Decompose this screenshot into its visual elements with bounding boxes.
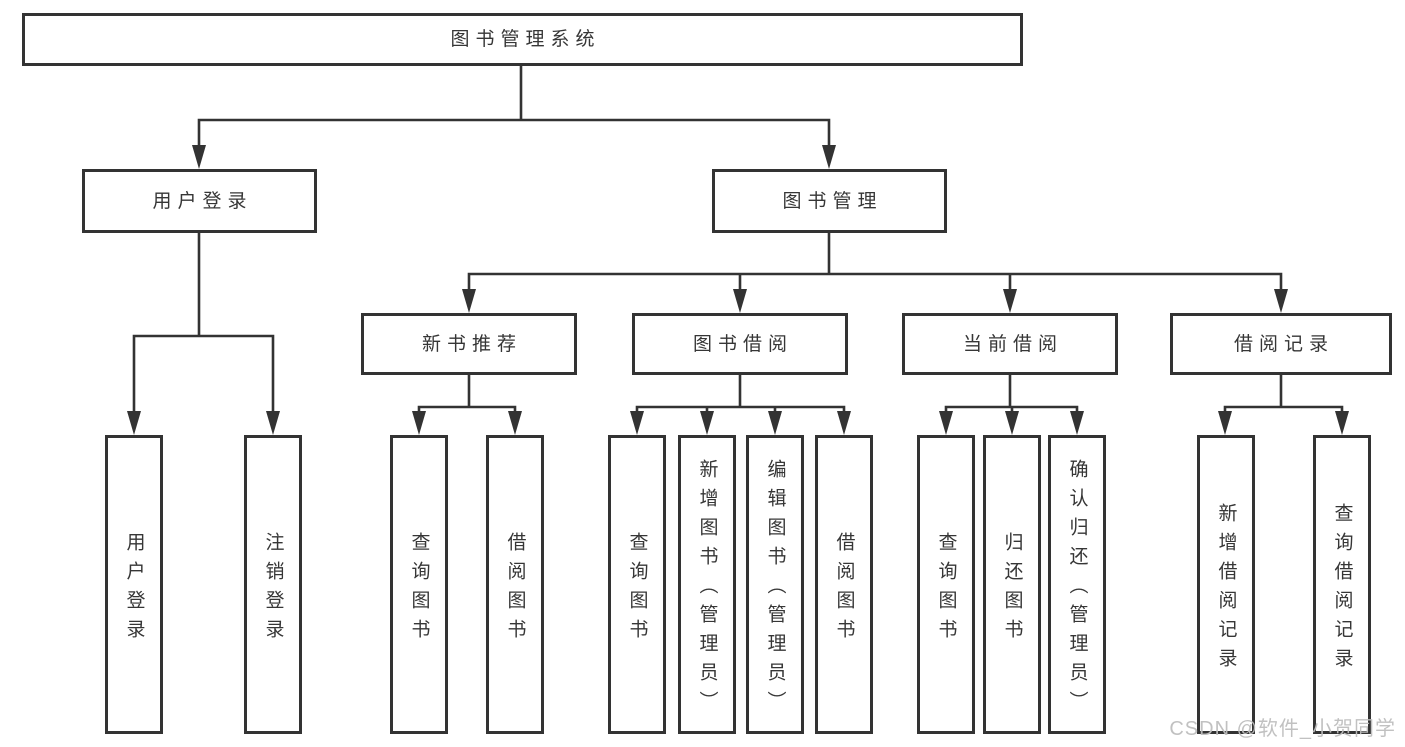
node-leaf-query-books-recommend: 查询图书 — [390, 435, 448, 734]
node-leaf-query-books-borrow: 查询图书 — [608, 435, 666, 734]
csdn-watermark: CSDN @软件_小贺同学 — [1169, 718, 1396, 740]
node-borrowing-records: 借阅记录 — [1170, 313, 1392, 375]
node-new-book-recommendation: 新书推荐 — [361, 313, 577, 375]
node-leaf-user-login: 用户登录 — [105, 435, 163, 734]
node-leaf-borrow-books: 借阅图书 — [815, 435, 873, 734]
node-root-library-system: 图书管理系统 — [22, 13, 1023, 66]
node-book-borrowing: 图书借阅 — [632, 313, 848, 375]
node-current-borrowing: 当前借阅 — [902, 313, 1118, 375]
node-leaf-return-books: 归还图书 — [983, 435, 1041, 734]
node-leaf-edit-books-admin: 编辑图书（管理员） — [746, 435, 804, 734]
node-leaf-query-borrow-record: 查询借阅记录 — [1313, 435, 1371, 734]
node-leaf-borrow-books-recommend: 借阅图书 — [486, 435, 544, 734]
node-leaf-confirm-return-admin: 确认归还（管理员） — [1048, 435, 1106, 734]
node-leaf-add-borrow-record: 新增借阅记录 — [1197, 435, 1255, 734]
node-user-login: 用户登录 — [82, 169, 317, 233]
node-leaf-add-books-admin: 新增图书（管理员） — [678, 435, 736, 734]
tree-edges — [132, 64, 1344, 416]
node-leaf-logout: 注销登录 — [244, 435, 302, 734]
node-book-management: 图书管理 — [712, 169, 947, 233]
node-leaf-query-books-current: 查询图书 — [917, 435, 975, 734]
arrowheads — [127, 145, 1349, 435]
